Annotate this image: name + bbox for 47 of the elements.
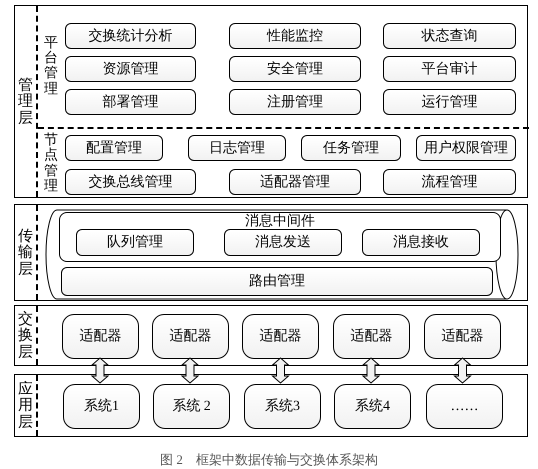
section-label: 平台管理 — [44, 36, 58, 98]
middleware-box — [59, 212, 501, 262]
section-label: 节点管理 — [44, 133, 58, 195]
module-box: …… — [426, 384, 503, 429]
function-box: 消息接收 — [362, 229, 480, 256]
function-box: 部署管理 — [65, 89, 196, 115]
function-box: 任务管理 — [301, 135, 401, 161]
module-box: 适配器 — [152, 314, 229, 359]
function-box: 适配器管理 — [229, 169, 361, 195]
double-arrow — [180, 357, 200, 384]
box-title: 消息中间件 — [245, 214, 315, 229]
layer-band — [14, 5, 528, 198]
function-box: 安全管理 — [229, 56, 361, 82]
function-box: 交换统计分析 — [65, 23, 196, 49]
module-box: 适配器 — [62, 314, 139, 359]
module-box: 适配器 — [424, 314, 501, 359]
module-box: 适配器 — [242, 314, 319, 359]
layer-label: 应用层 — [18, 380, 33, 430]
layer-band — [14, 374, 528, 437]
double-arrow — [90, 357, 110, 384]
function-box: 日志管理 — [188, 135, 286, 161]
double-arrow — [453, 357, 472, 384]
module-box: 系统1 — [63, 384, 140, 429]
function-box: 交换总线管理 — [65, 169, 196, 195]
layer-band — [14, 305, 528, 366]
function-box: 状态查询 — [383, 23, 516, 49]
function-box: 消息发送 — [224, 229, 342, 256]
function-box: 用户权限管理 — [416, 135, 516, 161]
double-arrow — [362, 357, 380, 384]
function-box: 流程管理 — [383, 169, 516, 195]
layer-label: 管理层 — [18, 76, 33, 126]
function-box: 资源管理 — [65, 56, 196, 82]
function-box: 注册管理 — [229, 89, 361, 115]
function-box: 平台审计 — [383, 56, 516, 82]
module-box: 系统 2 — [153, 384, 230, 429]
module-box: 系统4 — [334, 384, 411, 429]
function-box: 路由管理 — [61, 267, 493, 296]
module-box: 适配器 — [333, 314, 410, 359]
layer-label: 传输层 — [18, 228, 33, 278]
layer-label: 交换层 — [18, 310, 33, 360]
function-box: 性能监控 — [229, 23, 361, 49]
function-box: 配置管理 — [65, 135, 163, 161]
double-arrow — [271, 357, 290, 384]
function-box: 队列管理 — [76, 229, 194, 256]
figure-caption: 图 2 框架中数据传输与交换体系架构 — [159, 451, 379, 469]
module-box: 系统3 — [244, 384, 321, 429]
function-box: 运行管理 — [383, 89, 516, 115]
